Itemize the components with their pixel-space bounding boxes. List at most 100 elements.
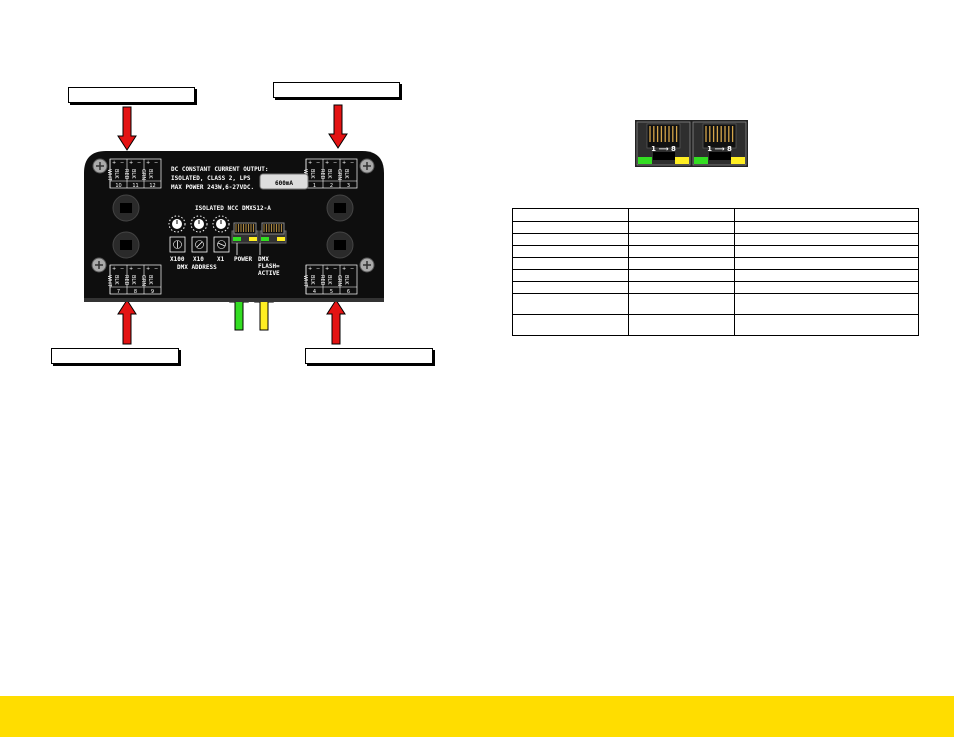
- table-cell: [628, 221, 735, 234]
- dial-label-x10: X10: [193, 256, 204, 263]
- terminal-polarity-sign: +: [342, 160, 346, 166]
- terminal-number: 10: [115, 183, 121, 189]
- led-green: [694, 157, 708, 164]
- terminal-number: 6: [347, 289, 350, 295]
- screw-icon: [91, 257, 107, 273]
- device-rj45-port-left[interactable]: [231, 222, 259, 244]
- table-cell: [512, 314, 629, 336]
- terminal-wire-color: BLK: [113, 169, 119, 179]
- table-cell: [512, 233, 629, 246]
- table-row: [512, 269, 919, 282]
- table-cell: [734, 233, 919, 246]
- dial-indicator-x1: [213, 236, 230, 253]
- callout-top-right: [273, 82, 400, 98]
- terminal-number: 4: [313, 289, 316, 295]
- table-cell: [734, 314, 919, 336]
- table-cell: [628, 314, 735, 336]
- pin-range-label: 1 ⟶ 8: [707, 145, 732, 153]
- callout-bottom-left: [51, 348, 179, 364]
- led-green: [638, 157, 652, 164]
- terminal-polarity-sign: −: [316, 160, 320, 166]
- terminal-number: 3: [347, 183, 350, 189]
- terminal-wire-color: GRN: [140, 169, 146, 180]
- rotary-dial-x1[interactable]: [212, 215, 230, 233]
- table-cell: [734, 221, 919, 234]
- screw-icon: [359, 158, 375, 174]
- terminal-wire-color: BLK: [343, 169, 349, 179]
- terminal-number: 2: [330, 183, 333, 189]
- device-rj45-port-right[interactable]: [259, 222, 287, 244]
- terminal-polarity-sign: +: [325, 266, 329, 272]
- terminal-wire-color: RED: [123, 169, 129, 180]
- table-row: [512, 233, 919, 246]
- terminal-wire-color: BLK: [343, 275, 349, 285]
- output-jack-top-right: [326, 194, 354, 222]
- terminal-wire-color: GRN: [336, 169, 342, 180]
- rotary-dial-x100[interactable]: [168, 215, 186, 233]
- output-spec-line3: MAX POWER 243W,6-27VDC.: [171, 184, 254, 191]
- table-cell: [734, 245, 919, 258]
- table-cell: [628, 233, 735, 246]
- table-row: [512, 257, 919, 270]
- terminal-polarity-sign: +: [129, 266, 133, 272]
- table-row: [512, 221, 919, 234]
- table-cell: [734, 257, 919, 270]
- active-label: ACTIVE: [258, 270, 280, 277]
- terminal-polarity-sign: −: [333, 160, 337, 166]
- terminal-wire-color: BLK: [130, 169, 136, 179]
- table-cell: [628, 293, 735, 315]
- pin-range-label: 1 ⟶ 8: [651, 145, 676, 153]
- terminal-wire-color: WHT: [302, 275, 308, 288]
- terminal-polarity-sign: −: [154, 160, 158, 166]
- dmx-label: DMX: [258, 256, 269, 263]
- terminal-polarity-sign: +: [342, 266, 346, 272]
- rj45-port-2: 1 ⟶ 8: [692, 121, 747, 166]
- terminal-polarity-sign: −: [154, 266, 158, 272]
- terminal-polarity-sign: −: [350, 266, 354, 272]
- terminal-number: 11: [132, 183, 138, 189]
- table-cell: [512, 257, 629, 270]
- table-cell: [734, 208, 919, 222]
- table-cell: [512, 245, 629, 258]
- terminal-polarity-sign: +: [146, 160, 150, 166]
- terminal-polarity-sign: −: [137, 266, 141, 272]
- terminal-polarity-sign: +: [129, 160, 133, 166]
- led-yellow: [675, 157, 689, 164]
- table-row: [512, 245, 919, 258]
- terminal-polarity-sign: +: [308, 160, 312, 166]
- terminal-number: 12: [149, 183, 155, 189]
- terminal-polarity-sign: −: [120, 160, 124, 166]
- terminal-polarity-sign: +: [308, 266, 312, 272]
- dmx-address-label: DMX ADDRESS: [177, 264, 217, 271]
- flash-label: FLASH=: [258, 263, 280, 270]
- terminal-number: 8: [134, 289, 137, 295]
- terminal-wire-color: BLK: [309, 169, 315, 179]
- output-jack-bottom-right: [326, 231, 354, 259]
- table-cell: [512, 293, 629, 315]
- terminal-polarity-sign: −: [137, 160, 141, 166]
- footer-bar: [0, 696, 954, 737]
- terminal-wire-color: BLK: [113, 275, 119, 285]
- screw-icon: [359, 257, 375, 273]
- rj45-port-1: 1 ⟶ 8: [636, 121, 691, 166]
- terminal-polarity-sign: +: [112, 160, 116, 166]
- rotary-dial-x10[interactable]: [190, 215, 208, 233]
- callout-top-left: [68, 87, 195, 103]
- terminal-polarity-sign: +: [325, 160, 329, 166]
- table-cell: [512, 269, 629, 282]
- current-rating-label: 600mA: [275, 180, 293, 187]
- spec-table: [512, 208, 919, 336]
- terminal-wire-color: WHT: [106, 275, 112, 288]
- dial-label-x100: X100: [170, 256, 185, 263]
- output-spec-line1: DC CONSTANT CURRENT OUTPUT:: [171, 166, 269, 173]
- table-cell: [512, 208, 629, 222]
- led-yellow: [731, 157, 745, 164]
- table-cell: [628, 245, 735, 258]
- terminal-number: 7: [117, 289, 120, 295]
- table-cell: [734, 269, 919, 282]
- terminal-polarity-sign: −: [316, 266, 320, 272]
- dial-indicator-x10: [191, 236, 208, 253]
- terminal-number: 9: [151, 289, 154, 295]
